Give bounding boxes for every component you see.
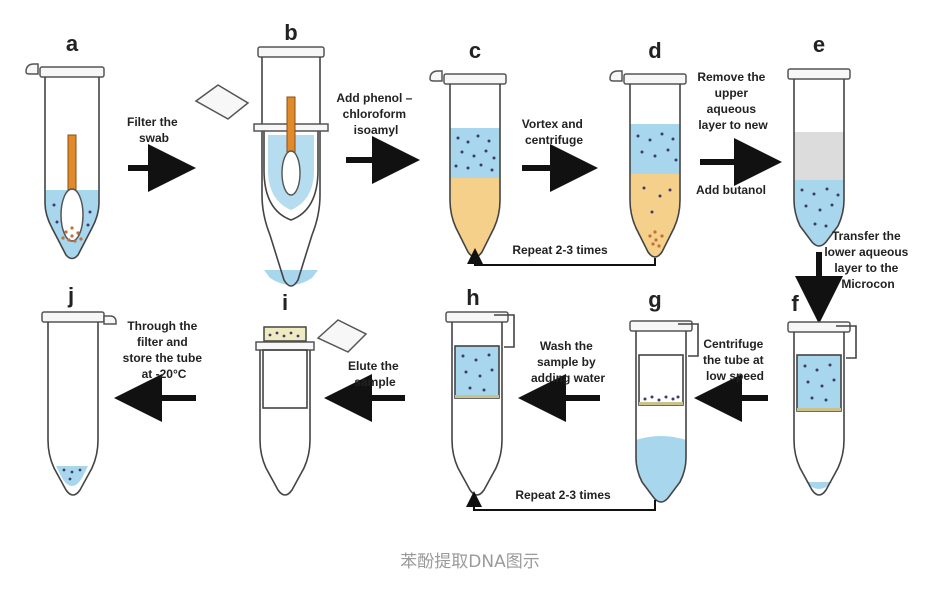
tube-f-eluate: [806, 482, 832, 489]
tube-a: [25, 63, 105, 260]
tube-a-body: [44, 77, 100, 260]
tube-d-body: [629, 84, 681, 258]
tube-b-basket: [263, 128, 319, 221]
tube-h-lid-arm: [494, 314, 515, 348]
tube-h-microcon: [454, 345, 500, 399]
step-f-label: f: [791, 291, 799, 316]
step-h-label: h: [466, 285, 479, 310]
step-c-label: c: [469, 38, 481, 63]
tube-e-cap: [787, 68, 851, 80]
instruction-vortex: Vortex and centrifuge: [522, 117, 586, 147]
instruction-add-phenol: Add phenol – chloroform isoamyl: [336, 91, 415, 137]
tube-e-dots: [800, 187, 840, 228]
tube-b-filter-lid: [194, 84, 250, 120]
tube-a-hinge: [25, 63, 39, 75]
instruction-centrifuge-low: Centrifuge the tube at low speed: [703, 337, 767, 383]
tube-g: [629, 320, 699, 503]
tube-f-cap: [787, 321, 851, 333]
tube-c-cap: [443, 73, 507, 85]
step-d-label: d: [648, 38, 661, 63]
tube-f: [787, 321, 857, 496]
tube-d-dots: [636, 132, 678, 214]
tube-d-cap: [623, 73, 687, 85]
instruction-filter-swab: Filter the swab: [127, 115, 181, 145]
tube-h-dots: [461, 353, 494, 392]
step-b-label: b: [284, 20, 297, 45]
figure-caption: 苯酚提取DNA图示: [400, 552, 539, 572]
tube-g-microcon: [638, 354, 684, 406]
tube-j-dots: [62, 468, 82, 481]
tube-i-dots: [268, 331, 300, 338]
tube-g-lid-arm: [678, 323, 699, 357]
tube-g-cap: [629, 320, 693, 332]
tube-d: [609, 70, 687, 258]
repeat-loop-bottom: [466, 491, 656, 511]
instruction-remove-upper: Remove the upper aqueous layer to new: [697, 70, 768, 132]
tube-e-butanol-phase: [794, 132, 844, 180]
repeat-loop-top: [467, 248, 656, 266]
tube-f-membrane: [797, 408, 841, 411]
tube-f-lid-arm: [836, 325, 857, 359]
tube-e: [787, 68, 851, 247]
instruction-wash: Wash the sample by adding water: [531, 339, 605, 385]
tube-j-hinge: [103, 315, 117, 325]
repeat-label-bottom: Repeat 2-3 times: [515, 488, 611, 502]
tube-d-organic-phase: [630, 174, 680, 257]
tube-b: [194, 46, 329, 287]
tube-c: [429, 70, 507, 258]
tube-j-body: [47, 322, 99, 496]
step-a-label: a: [66, 31, 79, 56]
tube-e-body: [793, 79, 845, 247]
step-j-label: j: [67, 283, 74, 308]
instruction-add-butanol: Add butanol: [696, 183, 766, 197]
cells: [61, 226, 83, 243]
tube-a-cap: [39, 66, 105, 78]
tube-d-hinge: [609, 70, 623, 82]
tube-g-dots: [643, 395, 680, 402]
tube-d-aqueous-phase: [630, 124, 680, 174]
tube-i-rim: [255, 341, 315, 351]
tube-i: [255, 319, 368, 496]
instruction-elute: Elute the sample: [348, 359, 402, 389]
step-i-label: i: [282, 290, 288, 315]
tube-f-microcon: [796, 354, 842, 412]
tube-h: [445, 311, 515, 496]
instruction-transfer-lower: Transfer the lower aqueous layer to the …: [824, 229, 911, 291]
tube-i-body: [259, 350, 311, 496]
tube-e-aqueous-phase: [794, 180, 844, 246]
tube-g-membrane: [639, 402, 683, 405]
swab-stick-b: [286, 96, 296, 158]
tube-i-filter-lid: [316, 319, 368, 353]
tube-f-dots: [803, 363, 836, 402]
instruction-store: Through the filter and store the tube at…: [123, 319, 206, 381]
tube-b-liquid: [264, 270, 318, 285]
step-e-label: e: [813, 32, 825, 57]
tube-b-cap: [257, 46, 325, 58]
swab-head-b: [281, 150, 301, 196]
tube-b-body: [261, 57, 321, 287]
tube-g-eluate: [636, 436, 686, 502]
swab-stick: [67, 134, 77, 196]
tube-i-collection-frame: [262, 349, 308, 409]
tube-g-body: [635, 331, 687, 503]
tube-i-filter-top: [263, 326, 307, 342]
swab-head: [60, 188, 84, 242]
step-g-label: g: [648, 287, 661, 312]
tube-c-organic-phase: [450, 178, 500, 257]
tube-j-cap: [41, 311, 105, 323]
tube-h-cap: [445, 311, 509, 323]
tube-h-membrane: [455, 395, 499, 398]
tube-f-body: [793, 332, 845, 496]
tube-d-pellet: [648, 230, 664, 248]
repeat-label-top: Repeat 2-3 times: [512, 243, 608, 257]
tube-c-hinge: [429, 70, 443, 82]
tube-c-dots: [454, 134, 496, 172]
tube-j: [41, 311, 117, 496]
